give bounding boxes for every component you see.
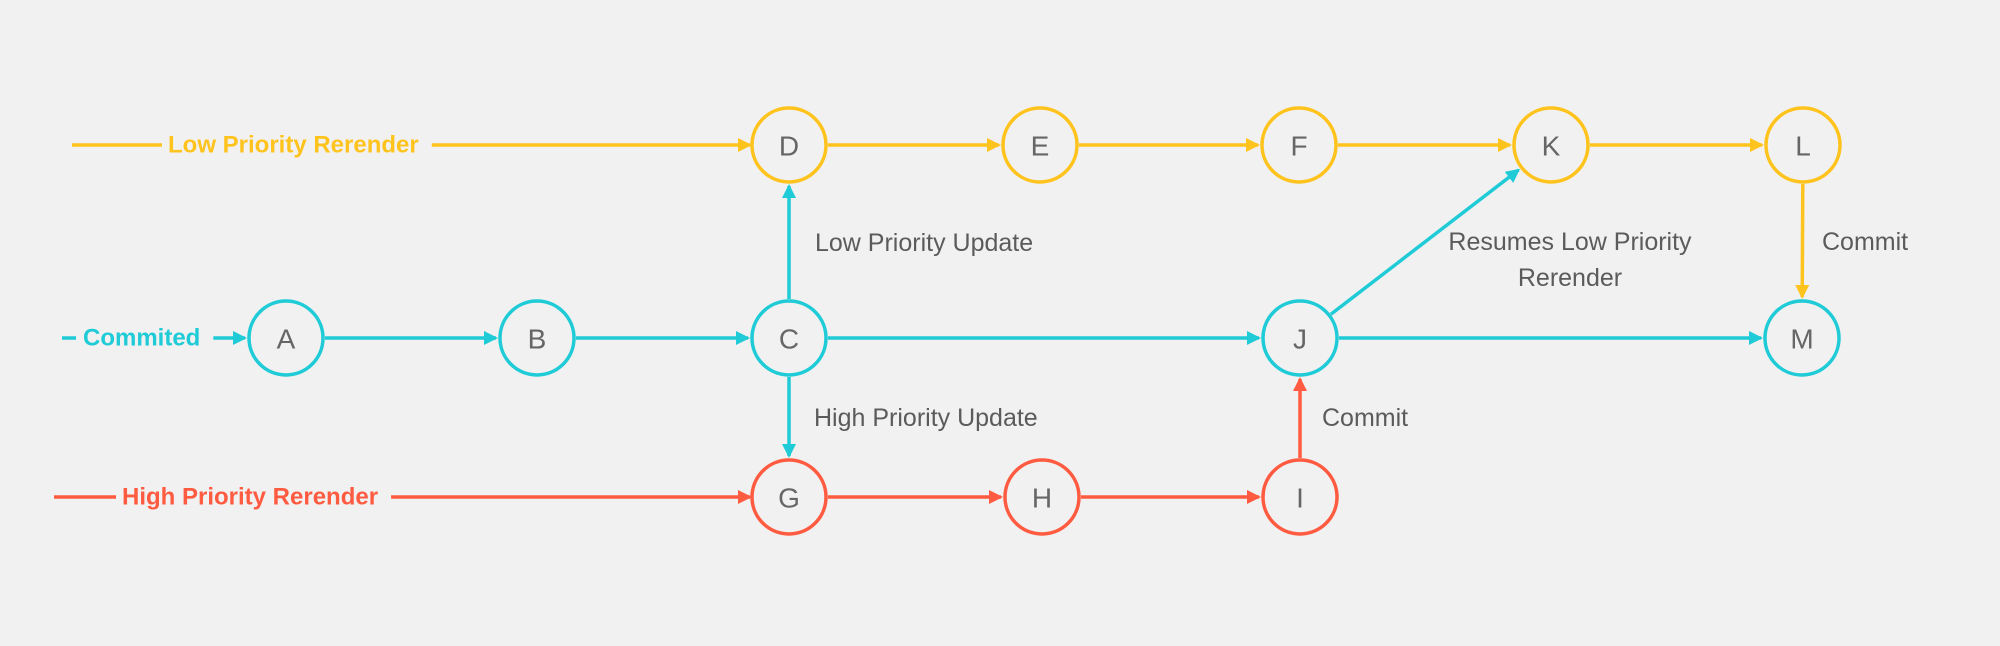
node-E: E [1001,106,1079,184]
lane-label-committed: Commited [83,325,200,352]
node-letter-L: L [1795,131,1811,162]
lane-label-low-priority-rerender: Low Priority Rerender [168,132,419,159]
node-C: C [750,299,828,377]
lane-committed: Commited [62,325,247,352]
node-circle-G [750,458,828,536]
node-circle-E [1001,106,1079,184]
node-L: L [1764,106,1842,184]
node-B: B [498,299,576,377]
label-low-priority-update: Low Priority Update [815,229,1033,257]
node-circle-D [750,106,828,184]
node-M: M [1763,299,1841,377]
node-G: G [750,458,828,536]
lane-label-high-priority-rerender: High Priority Rerender [122,484,378,511]
label-commit-low-priority: Commit [1822,228,1908,256]
node-letter-G: G [778,483,800,514]
node-circle-I [1261,458,1339,536]
node-circle-M [1763,299,1841,377]
node-K: K [1512,106,1590,184]
node-letter-J: J [1293,324,1307,355]
node-letter-A: A [277,324,296,355]
node-I: I [1261,458,1339,536]
node-letter-H: H [1032,483,1052,514]
node-letter-D: D [779,131,799,162]
edge-L-M [1795,183,1810,300]
lane-high-priority-rerender: High Priority Rerender [54,484,752,511]
node-letter-M: M [1790,324,1813,355]
node-circle-C [750,299,828,377]
node-circle-J [1261,299,1339,377]
node-letter-C: C [779,324,799,355]
label-commit-high-priority: Commit [1322,404,1408,432]
node-A: A [247,299,325,377]
edge-J-K [1329,168,1521,316]
node-letter-K: K [1542,131,1561,162]
node-letter-F: F [1290,131,1307,162]
node-circle-H [1003,458,1081,536]
node-letter-B: B [528,324,547,355]
node-circle-L [1764,106,1842,184]
lane-low-priority-rerender: Low Priority Rerender [72,132,752,159]
node-circle-A [247,299,325,377]
node-H: H [1003,458,1081,536]
node-J: J [1261,299,1339,377]
node-letter-E: E [1031,131,1050,162]
node-F: F [1260,106,1338,184]
node-circle-F [1260,106,1338,184]
node-circle-K [1512,106,1590,184]
label-high-priority-update: High Priority Update [814,404,1038,432]
node-circle-B [498,299,576,377]
node-D: D [750,106,828,184]
node-letter-I: I [1296,483,1304,514]
